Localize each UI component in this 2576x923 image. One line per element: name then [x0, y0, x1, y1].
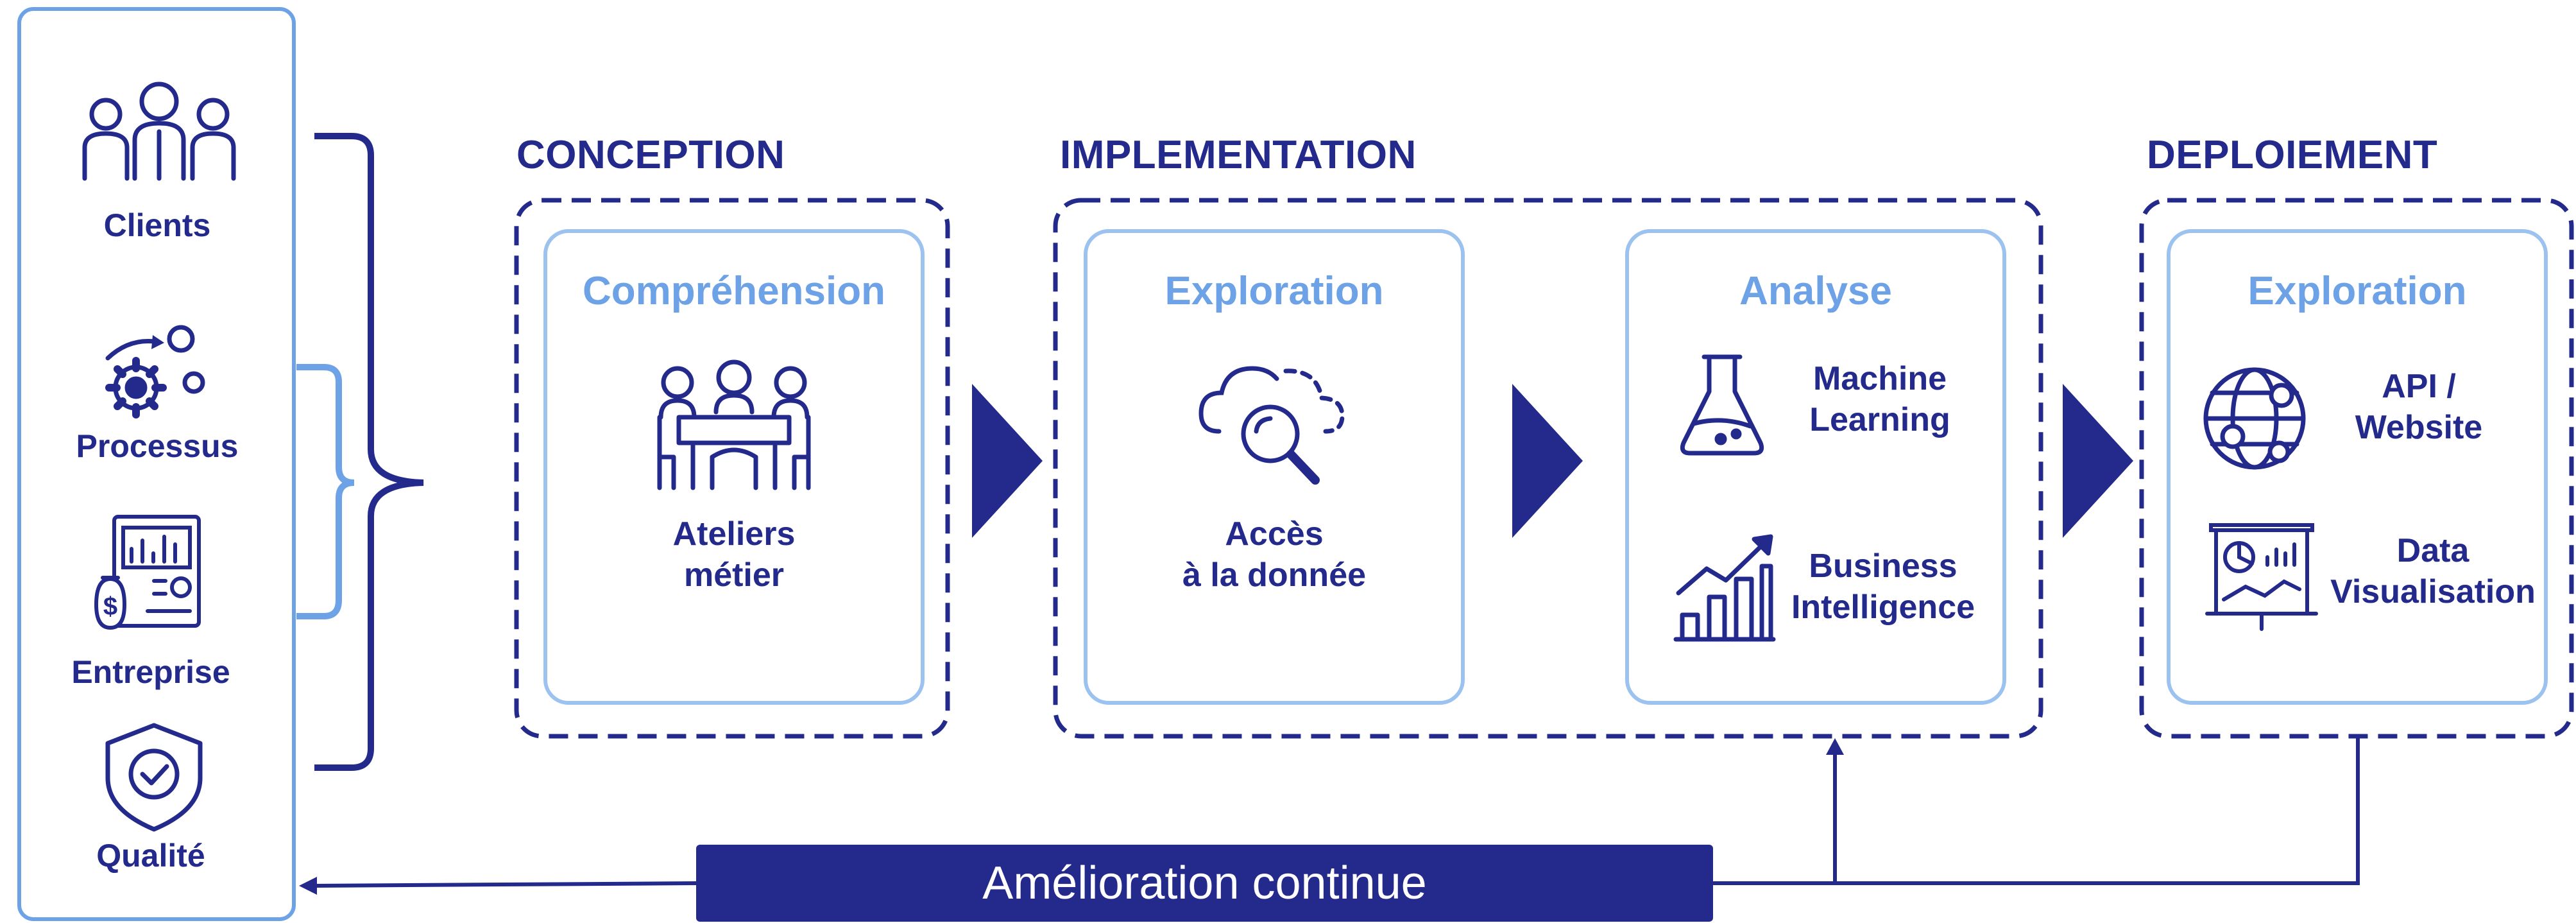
flow-arrow-2 — [1512, 384, 1583, 538]
conception-frame — [514, 198, 950, 739]
card-title-analyse: Analyse — [1739, 269, 1892, 313]
card-text-exploration: Accès à la donnée — [1086, 513, 1463, 596]
sidebar-bracket-inner — [296, 364, 355, 619]
sidebar-item-processus: Processus — [38, 427, 276, 465]
card-text-comprehension: Ateliers métier — [545, 513, 923, 596]
analyse-item-business-intelligence: Business Intelligence — [1784, 546, 1983, 628]
item-line: API / — [2382, 368, 2456, 405]
deploy-item-data-visualisation: Data Visualisation — [2324, 530, 2542, 612]
feedback-line-right — [1713, 736, 2360, 885]
card-text-line: Ateliers — [672, 515, 796, 553]
people-group-icon — [82, 82, 236, 181]
sidebar-item-label: Clients — [103, 207, 211, 243]
feedback-line-left — [315, 881, 697, 888]
flow-arrow-3 — [2063, 384, 2133, 538]
sidebar-panel — [17, 7, 296, 921]
flow-arrow-1 — [972, 384, 1043, 538]
sidebar-bracket-outer — [314, 133, 424, 771]
section-title-conception: CONCEPTION — [516, 133, 785, 177]
dollar-sign: $ — [103, 592, 117, 621]
card-text-line: Accès — [1225, 515, 1324, 553]
sidebar-item-entreprise: Entreprise — [26, 653, 276, 691]
item-line: Business — [1809, 548, 1958, 585]
gears-icon — [105, 325, 205, 418]
item-line: Data — [2396, 532, 2469, 569]
growth-chart-icon — [1673, 534, 1776, 642]
item-line: Intelligence — [1791, 589, 1975, 626]
card-title-deploy-exploration: Exploration — [2248, 269, 2467, 313]
sidebar-item-label: Qualité — [96, 838, 205, 874]
card-title-comprehension: Compréhension — [583, 269, 885, 313]
deploy-item-api-website: API / Website — [2323, 366, 2515, 448]
analyse-item-machine-learning: Machine Learning — [1784, 358, 1976, 440]
item-line: Learning — [1809, 401, 1950, 438]
card-text-line: métier — [683, 556, 785, 594]
section-title-implementation: IMPLEMENTATION — [1060, 133, 1417, 177]
card-deploy-exploration — [2167, 229, 2548, 705]
sidebar-item-qualite: Qualité — [26, 837, 276, 874]
implementation-frame — [1053, 198, 2043, 739]
feedback-arrowhead-up — [1826, 738, 1844, 755]
item-line: Visualisation — [2330, 573, 2536, 610]
banner-label: Amélioration continue — [982, 858, 1427, 909]
business-report-icon — [94, 515, 201, 630]
presentation-board-icon — [2205, 523, 2318, 631]
feedback-arrowhead-left — [299, 877, 317, 895]
card-analyse — [1625, 229, 2006, 705]
card-comprehension — [543, 229, 925, 705]
sidebar-item-label: Entreprise — [71, 654, 230, 690]
item-line: Machine — [1813, 360, 1947, 397]
cloud-search-icon — [1198, 366, 1345, 485]
globe-network-icon — [2203, 367, 2306, 470]
flask-icon — [1680, 354, 1764, 456]
continuous-improvement-banner: Amélioration continue — [696, 845, 1713, 922]
item-line: Website — [2355, 409, 2483, 446]
section-title-deploiement: DEPLOIEMENT — [2147, 133, 2438, 177]
sidebar-item-label: Processus — [76, 428, 239, 464]
shield-check-icon — [105, 723, 203, 832]
card-text-line: à la donnée — [1182, 556, 1367, 594]
sidebar-item-clients: Clients — [38, 207, 276, 244]
card-title-exploration: Exploration — [1164, 269, 1384, 313]
card-exploration — [1084, 229, 1465, 705]
meeting-table-icon — [657, 359, 811, 490]
